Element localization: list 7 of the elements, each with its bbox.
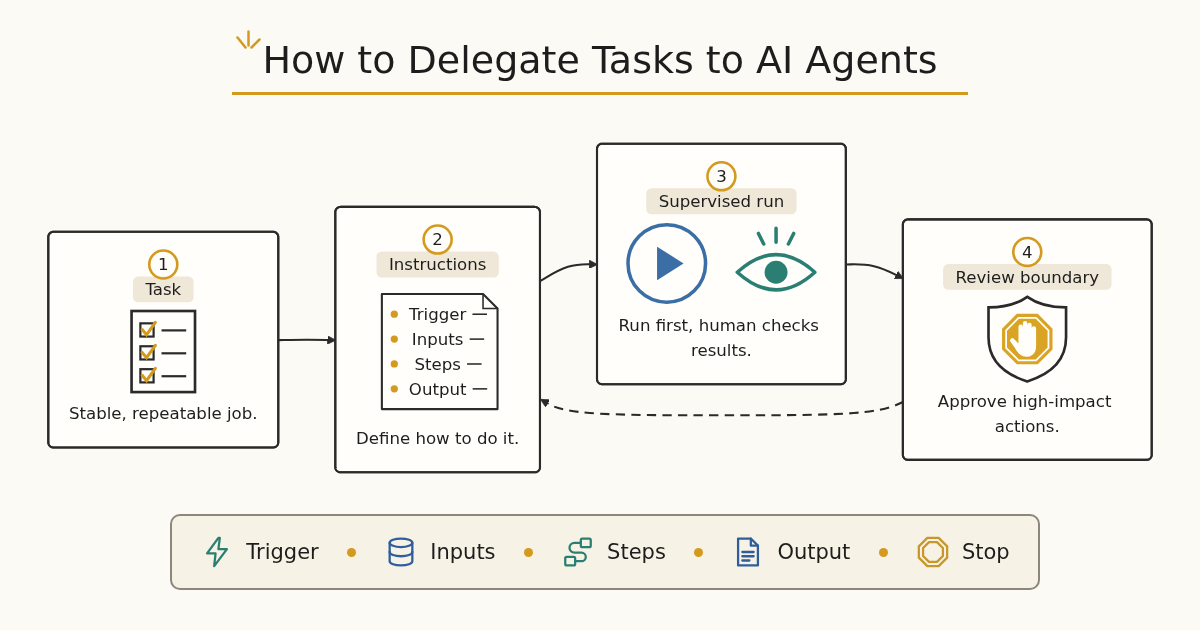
legend-label: Stop [961,540,1010,564]
legend-label: Trigger [246,540,319,564]
legend-label: Inputs [430,540,496,564]
title: How to Delegate Tasks to AI Agents [232,38,968,95]
legend-label: Output [777,540,851,564]
legend-label: Steps [607,540,666,564]
arrow [539,259,598,282]
